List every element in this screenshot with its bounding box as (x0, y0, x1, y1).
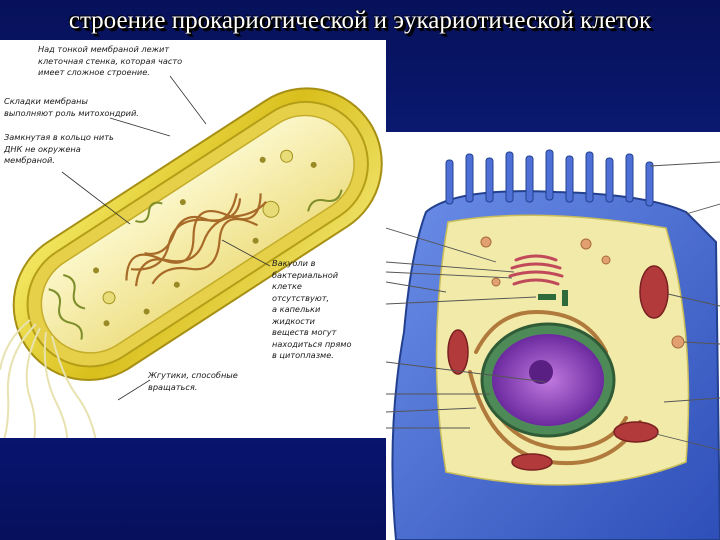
annotation-cell-wall: Над тонкой мембраной лежит клеточная сте… (38, 44, 182, 79)
annotation-membrane-folds: Складки мембраны выполняют роль митохонд… (4, 96, 139, 119)
annotation-dna-ring: Замкнутая в кольцо нить ДНК не окружена … (4, 132, 114, 167)
eukaryotic-cell-illustration (386, 132, 720, 540)
annotation-flagella: Жгутики, способные вращаться. (148, 370, 238, 393)
eukaryotic-cell-panel (386, 132, 720, 540)
prokaryotic-cell-panel: Над тонкой мембраной лежит клеточная сте… (0, 40, 386, 438)
annotation-vacuoles: Вакуоли в бактериальной клетке отсутству… (272, 258, 352, 362)
slide-title: строение прокариотической и эукариотичес… (0, 2, 720, 40)
